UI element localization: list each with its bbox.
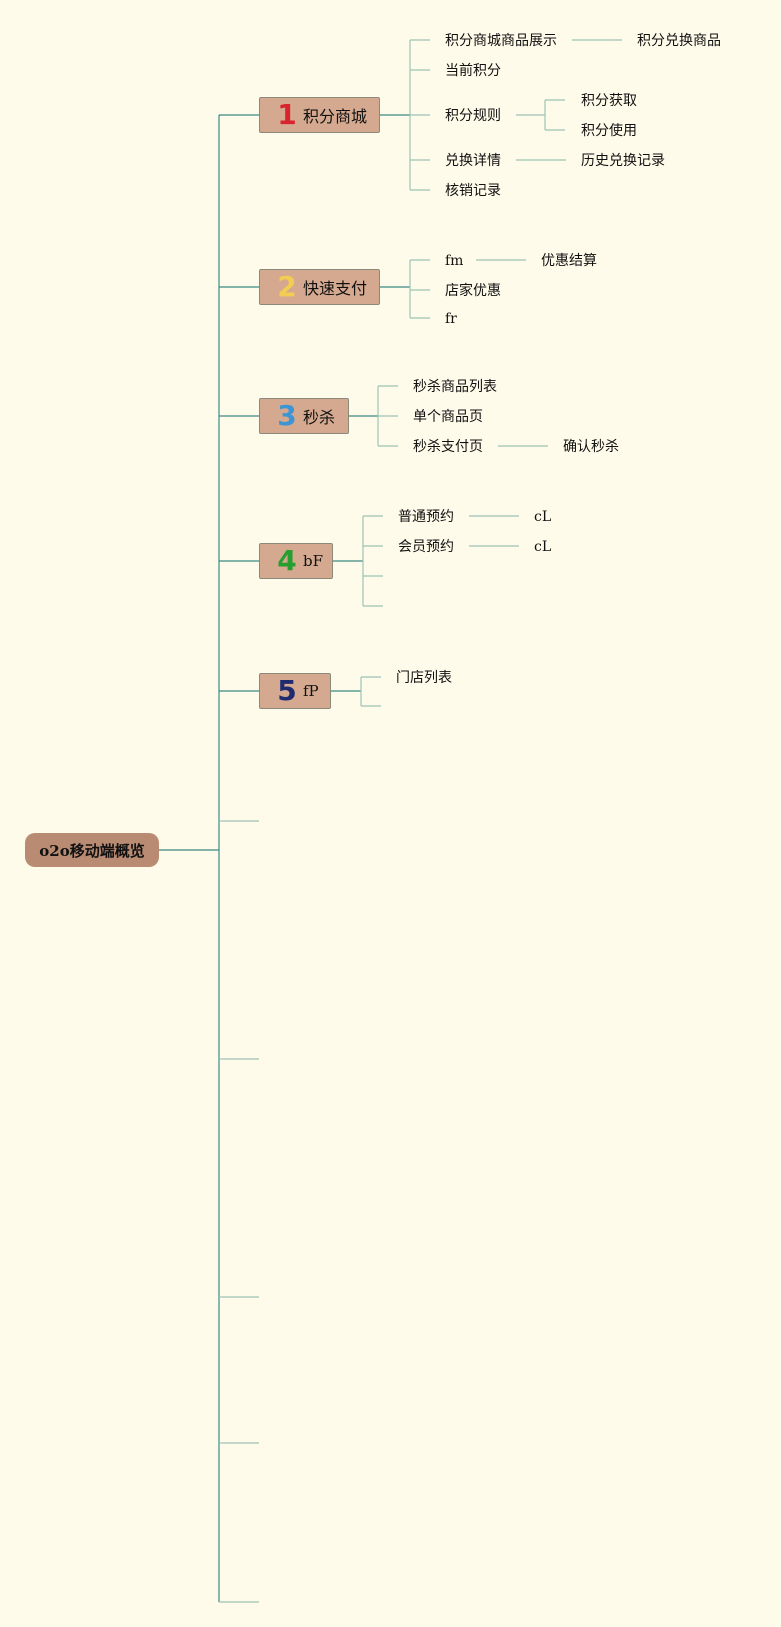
- number-1-icon: 1: [277, 98, 297, 131]
- leaf-node[interactable]: fm: [445, 253, 464, 269]
- leaf-node[interactable]: 积分商城商品展示: [445, 33, 557, 49]
- leaf-node[interactable]: 秒杀支付页: [413, 439, 483, 455]
- number-5-icon: 5: [277, 674, 297, 707]
- number-3-icon: 3: [277, 399, 297, 432]
- leaf-node[interactable]: cL: [534, 539, 552, 555]
- branch-label: bF: [303, 552, 324, 570]
- leaf-node[interactable]: 当前积分: [445, 63, 501, 79]
- leaf-node[interactable]: 核销记录: [445, 183, 501, 199]
- root-label: o2o移动端概览: [39, 841, 145, 860]
- leaf-node[interactable]: 积分使用: [581, 123, 637, 139]
- root-node[interactable]: o2o移动端概览: [25, 833, 159, 867]
- branch-node-2[interactable]: 2 快速支付: [259, 269, 380, 305]
- leaf-node[interactable]: 历史兑换记录: [581, 153, 665, 169]
- leaf-node[interactable]: 优惠结算: [541, 253, 597, 269]
- branch-node-3[interactable]: 3 秒杀: [259, 398, 349, 434]
- leaf-node[interactable]: 店家优惠: [445, 283, 501, 299]
- branch-label: 快速支付: [303, 279, 368, 298]
- number-4-icon: 4: [277, 544, 297, 577]
- branch-label: 秒杀: [303, 408, 336, 427]
- branch-node-1[interactable]: 1 积分商城: [259, 97, 380, 133]
- leaf-node[interactable]: 单个商品页: [413, 409, 483, 425]
- leaf-node[interactable]: 普通预约: [398, 509, 454, 525]
- number-2-icon: 2: [277, 270, 297, 303]
- branch-node-4[interactable]: 4 bF: [259, 543, 333, 579]
- leaf-node[interactable]: 确认秒杀: [563, 439, 619, 455]
- leaf-node[interactable]: 会员预约: [398, 539, 454, 555]
- leaf-node[interactable]: 兑换详情: [445, 153, 501, 169]
- branch-label: 积分商城: [303, 107, 368, 126]
- leaf-node[interactable]: 积分规则: [445, 108, 501, 124]
- leaf-node[interactable]: 积分获取: [581, 93, 637, 109]
- leaf-node[interactable]: cL: [534, 509, 552, 525]
- leaf-node[interactable]: 门店列表: [396, 670, 452, 686]
- branch-label: fP: [303, 682, 319, 700]
- leaf-node[interactable]: 积分兑换商品: [637, 33, 721, 49]
- branch-node-5[interactable]: 5 fP: [259, 673, 331, 709]
- leaf-node[interactable]: 秒杀商品列表: [413, 379, 497, 395]
- leaf-node[interactable]: fr: [445, 311, 457, 327]
